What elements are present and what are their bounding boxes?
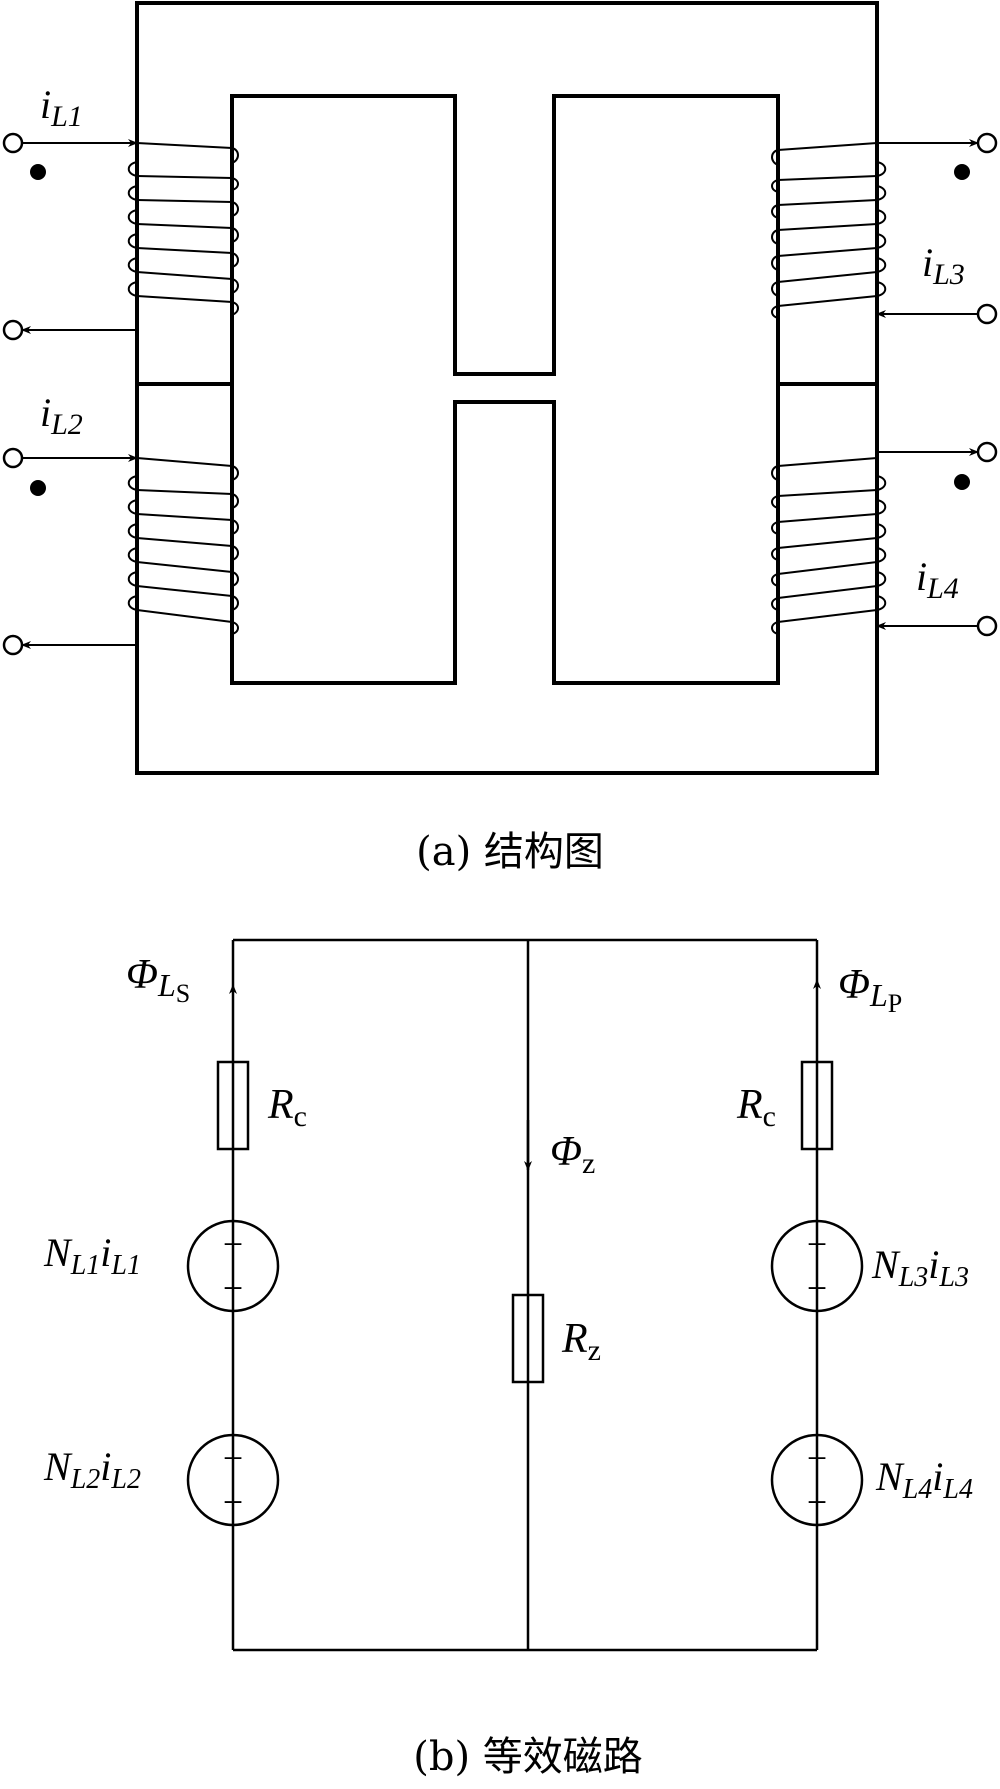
winding-l2 [2,447,239,656]
source-nl1-il1: + − [186,1219,280,1313]
svg-text:−: − [807,1268,827,1308]
label-nl1-il1: NL1iL1 [43,1230,141,1281]
polarity-dot-l3 [954,164,970,180]
resistor-rc-left [216,1060,250,1151]
polarity-dot-l1 [30,164,46,180]
svg-text:−: − [223,1268,243,1308]
svg-text:+: + [807,1438,827,1478]
svg-text:+: + [807,1224,827,1264]
polarity-dot-l2 [30,480,46,496]
label-rc-right: Rc [736,1082,776,1133]
label-nl4-il4: NL4iL4 [875,1454,973,1505]
resistor-rz-center [511,1293,545,1384]
winding-l4 [771,441,998,637]
label-nl3-il3: NL3iL3 [871,1242,969,1293]
winding-l1 [2,132,239,341]
polarity-dot-l4 [954,474,970,490]
label-flux-lp: ΦLP [838,962,902,1018]
terminal-l1-out [2,319,24,341]
resistor-rc-right [800,1060,834,1151]
winding-l3 [771,132,998,325]
svg-text:−: − [807,1482,827,1522]
label-i-l3: iL3 [922,240,965,291]
label-i-l4: iL4 [916,554,959,605]
svg-text:+: + [223,1224,243,1264]
label-rz: Rz [561,1316,601,1367]
terminal-l1-in [2,132,24,154]
label-rc-left: Rc [267,1082,307,1133]
transformer-core [135,1,879,775]
source-nl3-il3: + − [770,1219,864,1313]
label-flux-z: Φz [550,1129,595,1180]
caption-a: (a) 结构图 [416,829,604,875]
source-nl4-il4: + − [770,1433,864,1527]
svg-text:+: + [223,1438,243,1478]
caption-b: (b) 等效磁路 [413,1734,643,1780]
source-nl2-il2: + − [186,1433,280,1527]
label-nl2-il2: NL2iL2 [43,1444,141,1495]
svg-text:−: − [223,1482,243,1522]
label-flux-ls: ΦLS [126,952,190,1008]
label-i-l2: iL2 [40,390,83,441]
label-i-l1: iL1 [40,82,83,133]
